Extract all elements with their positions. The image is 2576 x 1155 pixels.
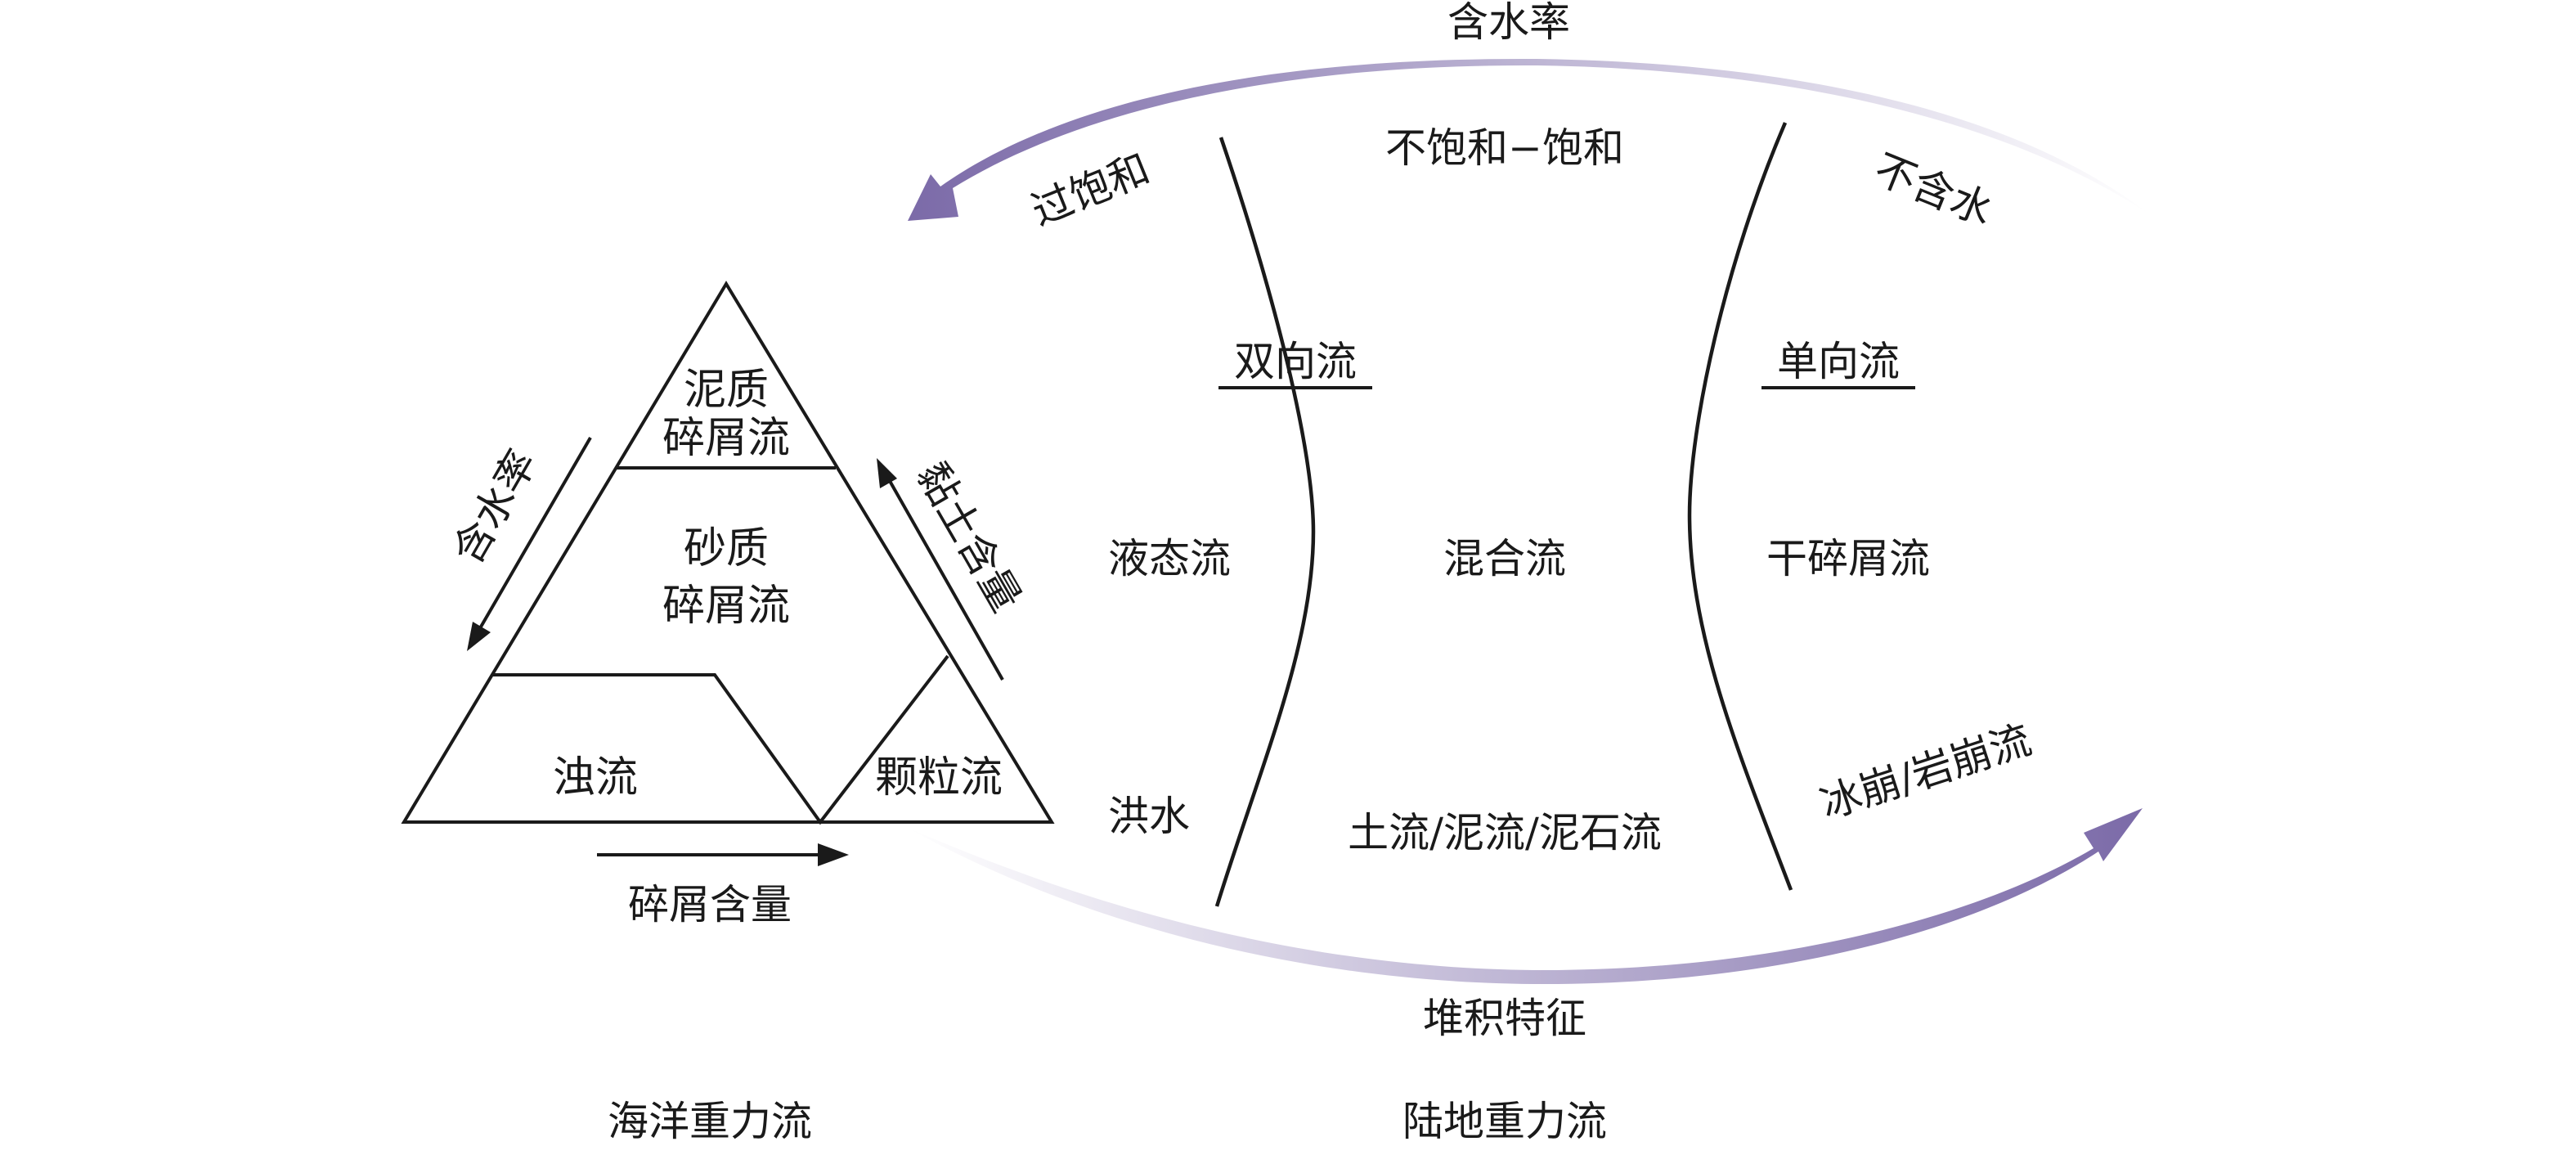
grain-flow-label: 颗粒流 [875,753,1003,802]
oversaturated-label: 过饱和 [1025,145,1156,235]
right-boundary-curve [1687,122,1793,891]
bottom-axis-label: 碎屑含量 [628,881,792,928]
turbidity-current-label: 浊流 [553,753,638,802]
land-gravity-flow-caption: 陆地重力流 [1402,1098,1607,1145]
sandy-debris-flow-label-1: 砂质 [684,524,769,573]
muddy-debris-flow-label-1: 泥质 [684,366,769,415]
no-water-label: 不含水 [1868,145,1999,235]
right-axis-label: 黏土含量 [908,454,1030,619]
right-axis-arrow [877,458,1004,681]
marine-gravity-flow-caption: 海洋重力流 [608,1098,812,1145]
triangle-body [401,281,1055,824]
deposition-arrow [908,808,2143,985]
lower-divider [493,654,949,825]
mixed-flow-label: 混合流 [1443,535,1566,582]
liquid-flow-label: 液态流 [1108,535,1231,582]
avalanche-flow-label: 冰崩/岩崩流 [1815,716,2037,829]
two-way-flow-label: 双向流 [1234,338,1357,385]
deposition-arrow-label: 堆积特征 [1423,995,1586,1042]
left-axis-arrow [467,436,592,651]
dry-debris-flow-label: 干碎屑流 [1766,535,1930,582]
earth-mud-debris-flow-label: 土流/泥流/泥石流 [1348,809,1662,856]
muddy-debris-flow-label-2: 碎屑流 [662,414,790,463]
left-axis-label: 含水率 [444,442,546,572]
left-boundary-curve [1214,137,1316,907]
bottom-axis-arrow [597,843,849,866]
flood-label: 洪水 [1108,793,1190,840]
debris-flow-triangle [401,281,1055,825]
unsaturated-saturated-label: 不饱和−饱和 [1385,124,1624,172]
one-way-flow-label: 单向流 [1777,338,1900,385]
water-content-arrow-label: 含水率 [1447,0,1570,46]
sandy-debris-flow-label-2: 碎屑流 [662,582,790,631]
